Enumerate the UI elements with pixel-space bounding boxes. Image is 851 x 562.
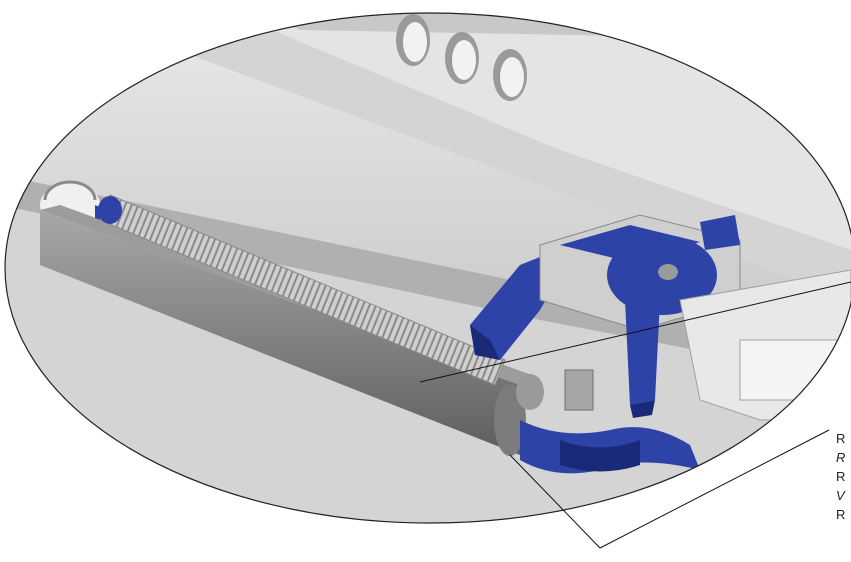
rail-end xyxy=(494,384,526,456)
callout-label-5: R xyxy=(836,507,846,522)
bracket-tab xyxy=(700,215,740,250)
callout-label-1: R xyxy=(836,431,846,446)
screw-block xyxy=(564,369,594,411)
spring-end-pin xyxy=(516,374,544,410)
end-cap-rim xyxy=(43,180,97,201)
mounting-hole-2-inner xyxy=(452,40,476,80)
cam-arm-tip xyxy=(630,400,655,418)
cam-pivot xyxy=(658,264,678,280)
spring-start-cap xyxy=(98,196,122,224)
detail-magnifier-ellipse xyxy=(4,12,851,524)
leader-line-label xyxy=(599,429,830,549)
callout-label-3: R xyxy=(836,469,846,484)
blue-lever-left-shade xyxy=(470,325,500,360)
callout-label-2: R xyxy=(836,450,846,465)
lower-rail xyxy=(40,210,520,455)
callout-label-4: V xyxy=(836,488,845,503)
mounting-hole-3-inner xyxy=(500,57,524,97)
lower-clamp-shade xyxy=(560,440,640,472)
leader-line-rail xyxy=(509,454,601,549)
leader-line-spring xyxy=(419,281,851,383)
mounting-hole-1-inner xyxy=(403,22,427,62)
cam-arm xyxy=(625,300,660,405)
blue-lever-left xyxy=(470,255,560,360)
